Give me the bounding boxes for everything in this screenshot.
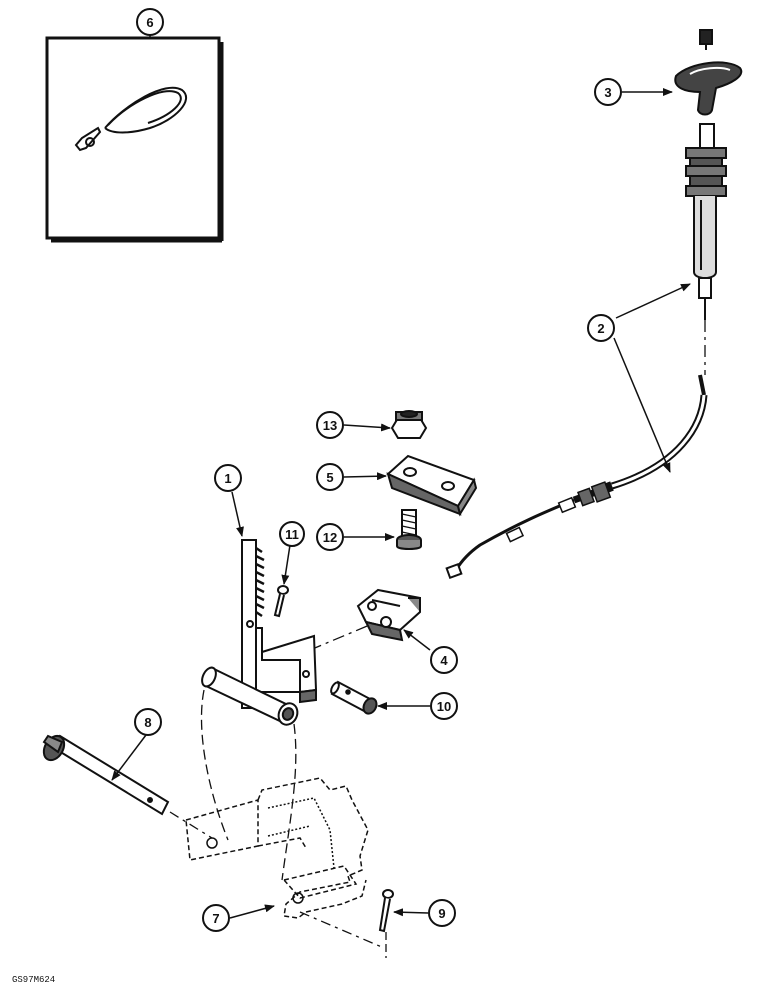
- callout-4: 4: [430, 646, 458, 674]
- cable-fittings: [505, 481, 612, 543]
- lever-dashed-guides: [200, 689, 297, 881]
- knob-part: [674, 61, 743, 116]
- callout-3: 3: [594, 78, 622, 106]
- callout-13: 13: [316, 411, 344, 439]
- svg-text:5: 5: [326, 470, 333, 485]
- plate-part: [386, 454, 478, 517]
- cotter-pin-9: [378, 889, 394, 933]
- leader-lines: [111, 35, 691, 919]
- inset-box: [45, 36, 224, 243]
- callout-12: 12: [316, 523, 344, 551]
- callout-8: 8: [134, 708, 162, 736]
- callout-10: 10: [430, 692, 458, 720]
- svg-text:11: 11: [285, 527, 299, 542]
- figure-code: GS97M624: [12, 975, 56, 985]
- callout-1: 1: [214, 464, 242, 492]
- long-pin-centerline: [169, 811, 213, 839]
- pin-part: [330, 680, 378, 715]
- bracket-centerline: [299, 911, 385, 949]
- svg-text:3: 3: [604, 85, 611, 100]
- svg-text:6: 6: [146, 15, 153, 30]
- callout-2: 2: [587, 314, 615, 342]
- bracket-part: [185, 777, 369, 919]
- knob-screw: [699, 29, 713, 50]
- long-pin-part: [42, 734, 170, 816]
- nut-part: [390, 410, 428, 439]
- svg-text:8: 8: [144, 715, 151, 730]
- callout-6: 6: [136, 8, 164, 36]
- callout-9: 9: [428, 899, 456, 927]
- svg-text:10: 10: [437, 699, 451, 714]
- svg-text:13: 13: [323, 418, 337, 433]
- clevis-centerline: [309, 623, 373, 651]
- lever-part: [201, 539, 318, 726]
- svg-text:2: 2: [597, 321, 604, 336]
- callout-11: 11: [279, 521, 305, 547]
- svg-text:1: 1: [224, 471, 231, 486]
- screw-part: [396, 509, 422, 550]
- svg-text:12: 12: [323, 530, 337, 545]
- strap-part: [74, 86, 188, 152]
- svg-text:4: 4: [440, 653, 448, 668]
- callout-7: 7: [202, 904, 230, 932]
- callout-5: 5: [316, 463, 344, 491]
- svg-text:9: 9: [438, 906, 445, 921]
- svg-text:7: 7: [212, 911, 219, 926]
- cotter-pin-11: [273, 585, 289, 618]
- cable-head: [685, 123, 727, 320]
- cable-body: [445, 374, 708, 580]
- clevis-part: [356, 588, 421, 642]
